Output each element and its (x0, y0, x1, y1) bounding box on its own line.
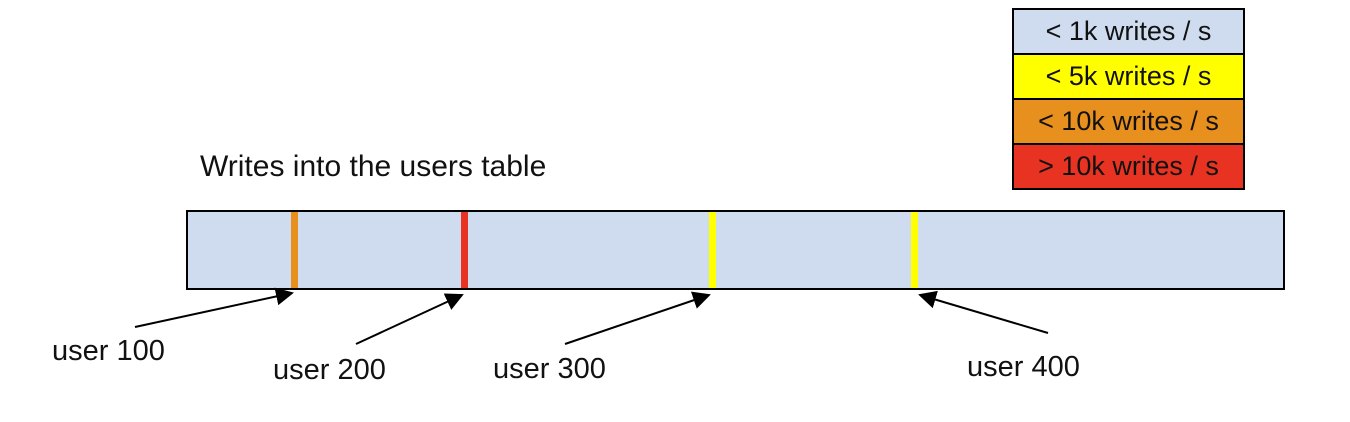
legend-item-label: < 10k writes / s (1038, 106, 1219, 136)
write-marker-user-200 (461, 212, 468, 288)
legend-item-lt-10k: < 10k writes / s (1012, 98, 1245, 145)
write-marker-user-400 (911, 212, 918, 288)
legend-item-label: > 10k writes / s (1038, 151, 1219, 181)
write-marker-user-100 (291, 212, 298, 288)
diagram-title: Writes into the users table (200, 150, 547, 183)
legend-item-label: < 1k writes / s (1045, 16, 1212, 46)
legend-item-lt-5k: < 5k writes / s (1012, 53, 1245, 100)
label-user-300: user 300 (493, 353, 606, 385)
legend-item-lt-1k: < 1k writes / s (1012, 8, 1245, 55)
arrow-user-200 (355, 293, 464, 345)
users-table-bar (186, 210, 1285, 290)
arrow-user-100 (134, 287, 294, 328)
arrow-user-300 (564, 291, 711, 345)
legend: < 1k writes / s < 5k writes / s < 10k wr… (1012, 8, 1245, 190)
legend-item-label: < 5k writes / s (1045, 61, 1212, 91)
legend-item-gt-10k: > 10k writes / s (1012, 143, 1245, 190)
label-user-200: user 200 (273, 354, 386, 386)
write-marker-user-300 (709, 212, 716, 288)
label-user-100: user 100 (52, 335, 165, 367)
label-user-400: user 400 (967, 351, 1080, 383)
arrow-user-400 (918, 290, 1049, 334)
